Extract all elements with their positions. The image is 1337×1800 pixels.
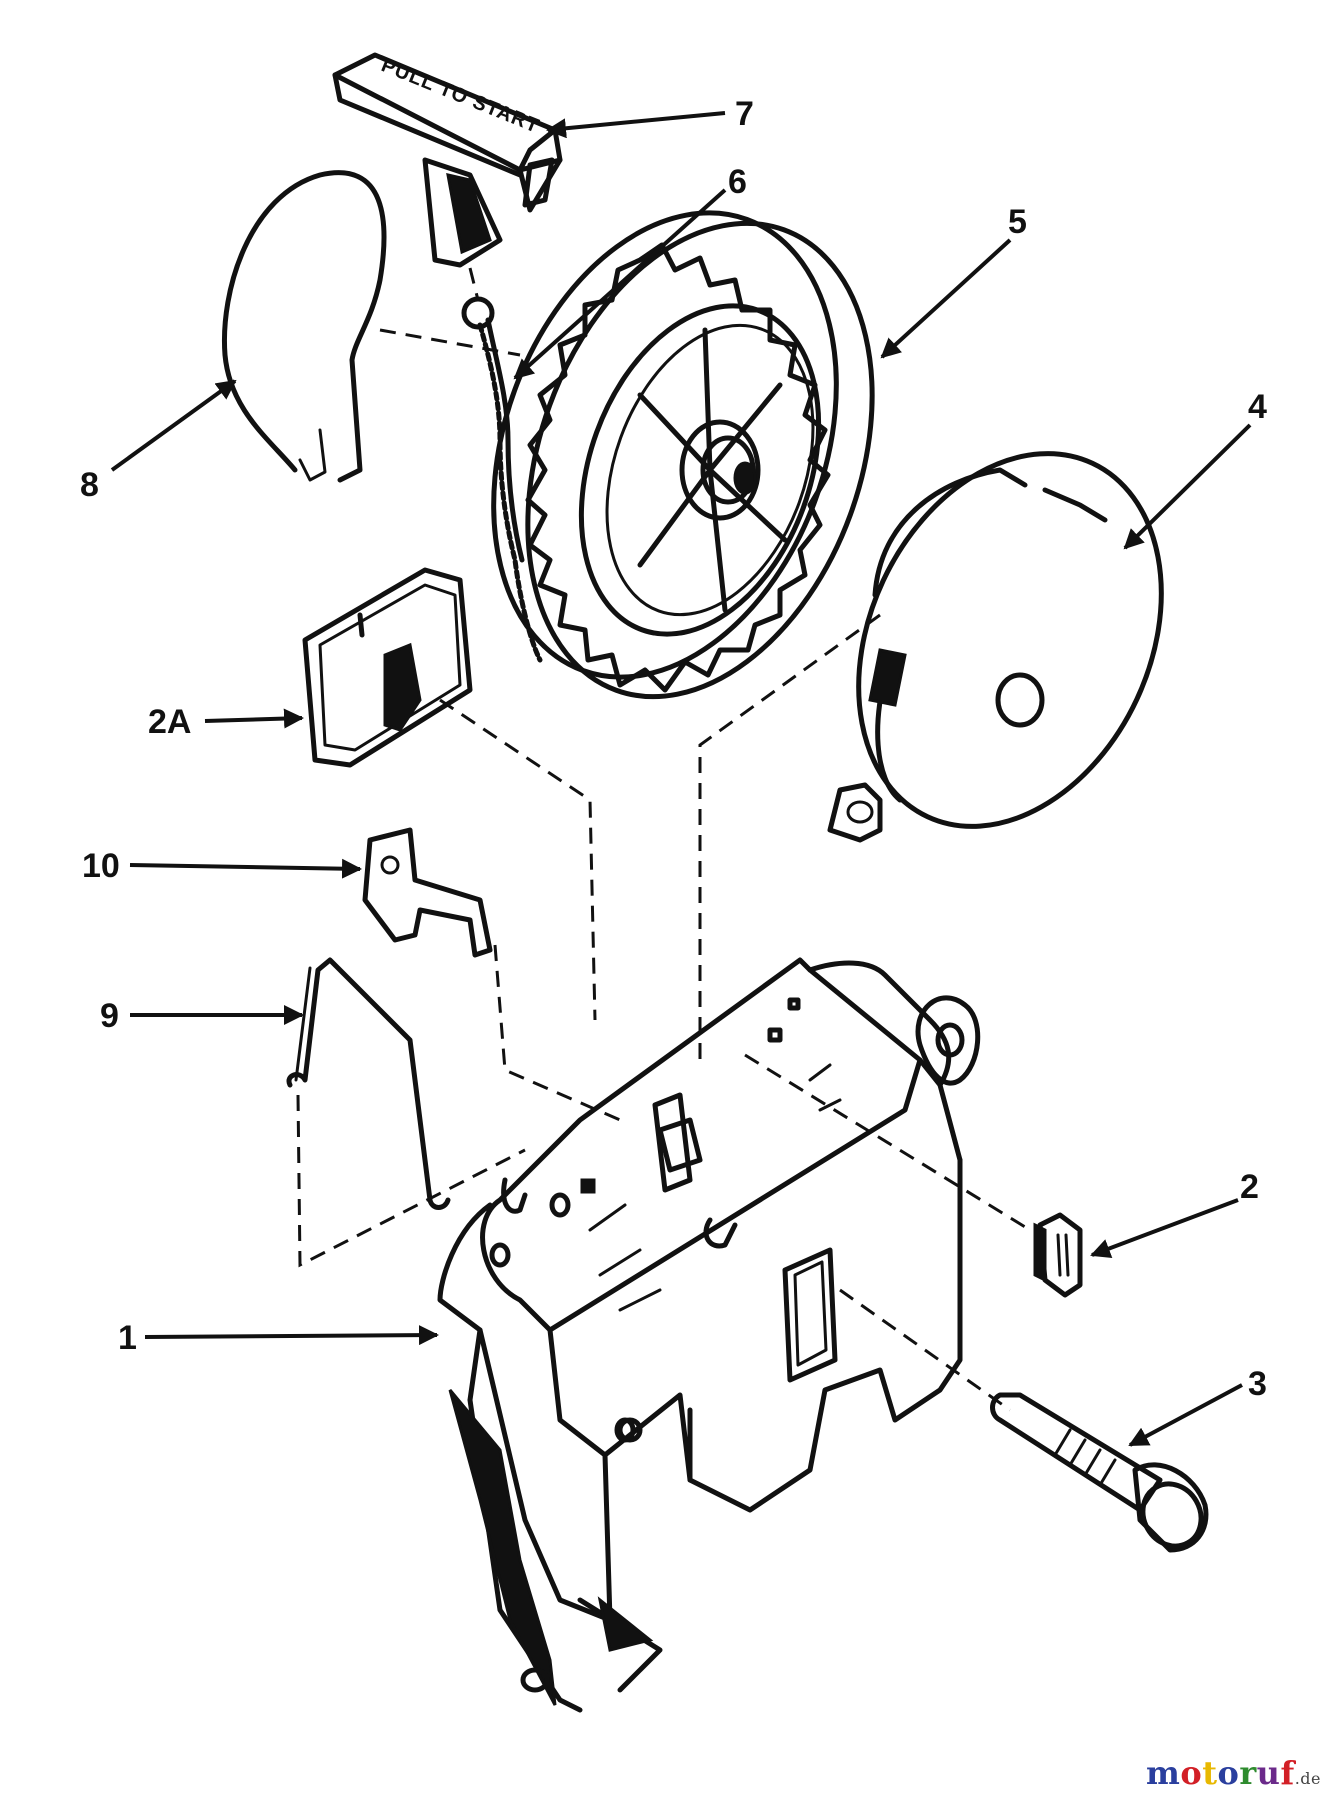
pawl-dash-line	[493, 944, 621, 1122]
callout-10: 10	[82, 847, 362, 885]
plate-dash-line	[439, 698, 597, 1021]
callout-1: 1	[118, 1319, 439, 1357]
bracket-part-1	[437, 957, 981, 1713]
loop-dash-line	[379, 328, 521, 357]
watermark-letter-u: u	[1256, 1754, 1281, 1792]
callout-label-8: 8	[80, 466, 99, 504]
callout-label-2A: 2A	[148, 703, 191, 741]
callout-label-5: 5	[1008, 203, 1027, 241]
callout-8: 8	[80, 379, 237, 504]
cover-part-4	[827, 451, 1164, 843]
callout-label-9: 9	[100, 997, 119, 1035]
callout-9: 9	[100, 997, 304, 1035]
wire-loop-part-8	[221, 170, 387, 483]
pulley-part-5	[491, 210, 875, 700]
callout-label-4: 4	[1248, 388, 1267, 426]
wire-spring-part-9	[286, 957, 451, 1210]
callout-label-6: 6	[728, 163, 747, 201]
callout-label-7: 7	[735, 95, 754, 133]
callout-3: 3	[1128, 1365, 1267, 1447]
starter-handle-part-7: PULL TO START	[332, 52, 563, 268]
bracket-dash-line-2	[839, 1288, 1011, 1412]
watermark-letter-r: r	[1239, 1754, 1257, 1792]
callout-5: 5	[880, 203, 1027, 359]
bracket-dash-line-1	[744, 1053, 1031, 1232]
watermark-letter-t: t	[1202, 1754, 1218, 1792]
pawl-plate-part-2A	[302, 567, 473, 768]
handle-dash-line	[468, 267, 480, 301]
starter-rope-part-6	[461, 296, 543, 663]
callout-4: 4	[1123, 388, 1267, 550]
callout-label-10: 10	[82, 847, 120, 885]
watermark-letter-o: o	[1180, 1754, 1203, 1792]
callout-label-3: 3	[1248, 1365, 1267, 1403]
callout-2: 2	[1090, 1168, 1259, 1259]
callout-7: 7	[546, 95, 754, 139]
watermark-letter-f: f	[1280, 1754, 1295, 1792]
callout-label-2: 2	[1240, 1168, 1259, 1206]
spring-dash-line	[296, 1094, 526, 1268]
motoruf-watermark: motoruf.de	[1146, 1754, 1321, 1792]
callout-6: 6	[513, 163, 747, 380]
cover-dash-line	[698, 613, 881, 1060]
pin-part-3	[990, 1392, 1209, 1553]
watermark-letter-m: m	[1145, 1754, 1181, 1792]
watermark-letter-o2: o	[1217, 1754, 1240, 1792]
callout-2A: 2A	[148, 703, 304, 741]
callout-label-1: 1	[118, 1319, 137, 1357]
watermark-suffix: .de	[1294, 1769, 1321, 1788]
clip-part-2	[1033, 1212, 1083, 1298]
brake-pawl-part-10	[362, 827, 493, 958]
